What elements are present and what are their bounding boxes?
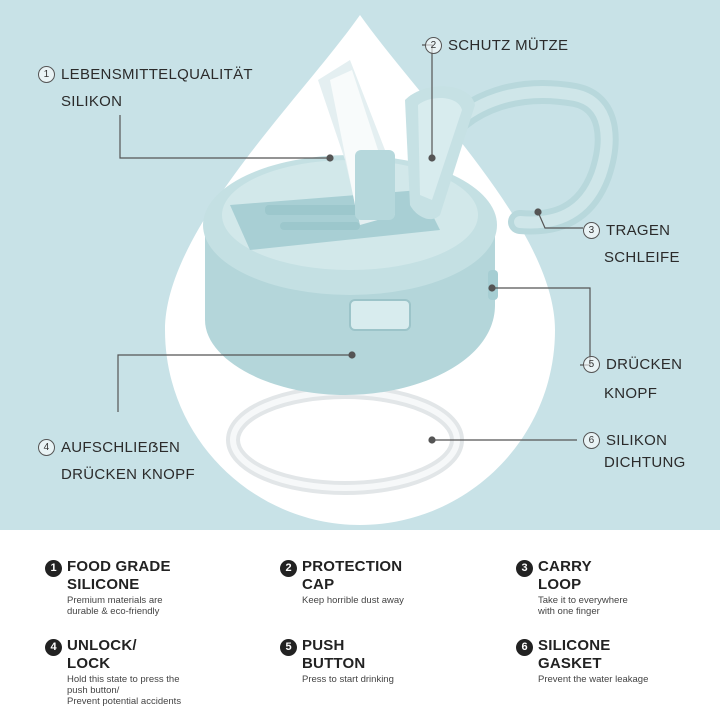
feature-desc: Hold this state to press the xyxy=(67,674,180,685)
feature-title: PUSH xyxy=(302,637,345,654)
feature-title: SILICONE xyxy=(67,576,140,593)
feature-title: SILICONE xyxy=(538,637,611,654)
feature-number: 2 xyxy=(280,560,297,577)
callout-text: AUFSCHLIEẞEN xyxy=(61,439,181,456)
feature-desc: Take it to everywhere xyxy=(538,595,628,606)
callout-text: SCHUTZ MÜTZE xyxy=(448,37,569,54)
feature-number: 5 xyxy=(280,639,297,656)
callout-text: LEBENSMITTELQUALITÄT xyxy=(61,66,253,83)
feature-title: PROTECTION xyxy=(302,558,403,575)
feature-number: 4 xyxy=(45,639,62,656)
callout-2: 2 SCHUTZ MÜTZE xyxy=(425,32,568,59)
callout-6: 6 SILIKON DICHTUNG xyxy=(583,430,686,474)
protection-cap xyxy=(405,86,475,220)
callout-1: 1 LEBENSMITTELQUALITÄT SILIKON xyxy=(38,61,253,115)
callout-4: 4 AUFSCHLIEẞEN DRÜCKEN KNOPF xyxy=(38,434,195,488)
feature-title: LOCK xyxy=(67,655,111,672)
feature-desc: Keep horrible dust away xyxy=(302,595,404,606)
feature-desc: Prevent the water leakage xyxy=(538,674,649,685)
callout-number: 6 xyxy=(583,432,600,449)
callout-text: KNOPF xyxy=(604,385,658,402)
callout-text: SILIKON xyxy=(606,432,668,449)
callout-number: 2 xyxy=(425,37,442,54)
hero-panel: 1 LEBENSMITTELQUALITÄT SILIKON 2 SCHUTZ MÜ… xyxy=(0,0,720,530)
product-illustration xyxy=(117,15,619,525)
feature-title: CARRY xyxy=(538,558,592,575)
callout-text: SCHLEIFE xyxy=(604,249,680,266)
callout-number: 5 xyxy=(583,356,600,373)
callout-number: 4 xyxy=(38,439,55,456)
feature-number: 6 xyxy=(516,639,533,656)
callout-text: DRÜCKEN KNOPF xyxy=(61,466,195,483)
feature-title: FOOD GRADE xyxy=(67,558,171,575)
feature-title: GASKET xyxy=(538,655,602,672)
callout-number: 1 xyxy=(38,66,55,83)
callout-3: 3 TRAGEN SCHLEIFE xyxy=(583,217,680,271)
feature-title: CAP xyxy=(302,576,335,593)
callout-number: 3 xyxy=(583,222,600,239)
feature-desc: durable & eco-friendly xyxy=(67,606,160,617)
feature-number: 1 xyxy=(45,560,62,577)
feature-title: UNLOCK/ xyxy=(67,637,137,654)
feature-desc: Premium materials are xyxy=(67,595,163,606)
lid-body xyxy=(203,155,498,395)
feature-desc: push button/ xyxy=(67,685,120,696)
callout-text: TRAGEN xyxy=(606,222,671,239)
callout-text: DICHTUNG xyxy=(604,454,686,471)
feature-4: 4 UNLOCK/LOCK Hold this state to press t… xyxy=(45,637,245,707)
feature-desc: Press to start drinking xyxy=(302,674,394,685)
feature-number: 3 xyxy=(516,560,533,577)
callout-text: SILIKON xyxy=(61,93,123,110)
silicone-straw xyxy=(318,60,395,225)
feature-desc: with one finger xyxy=(538,606,600,617)
callout-5: 5 DRÜCKEN KNOPF xyxy=(583,350,682,408)
feature-title: BUTTON xyxy=(302,655,366,672)
callout-text: DRÜCKEN xyxy=(606,356,683,373)
feature-title: LOOP xyxy=(538,576,582,593)
feature-desc: Prevent potential accidents xyxy=(67,696,182,707)
